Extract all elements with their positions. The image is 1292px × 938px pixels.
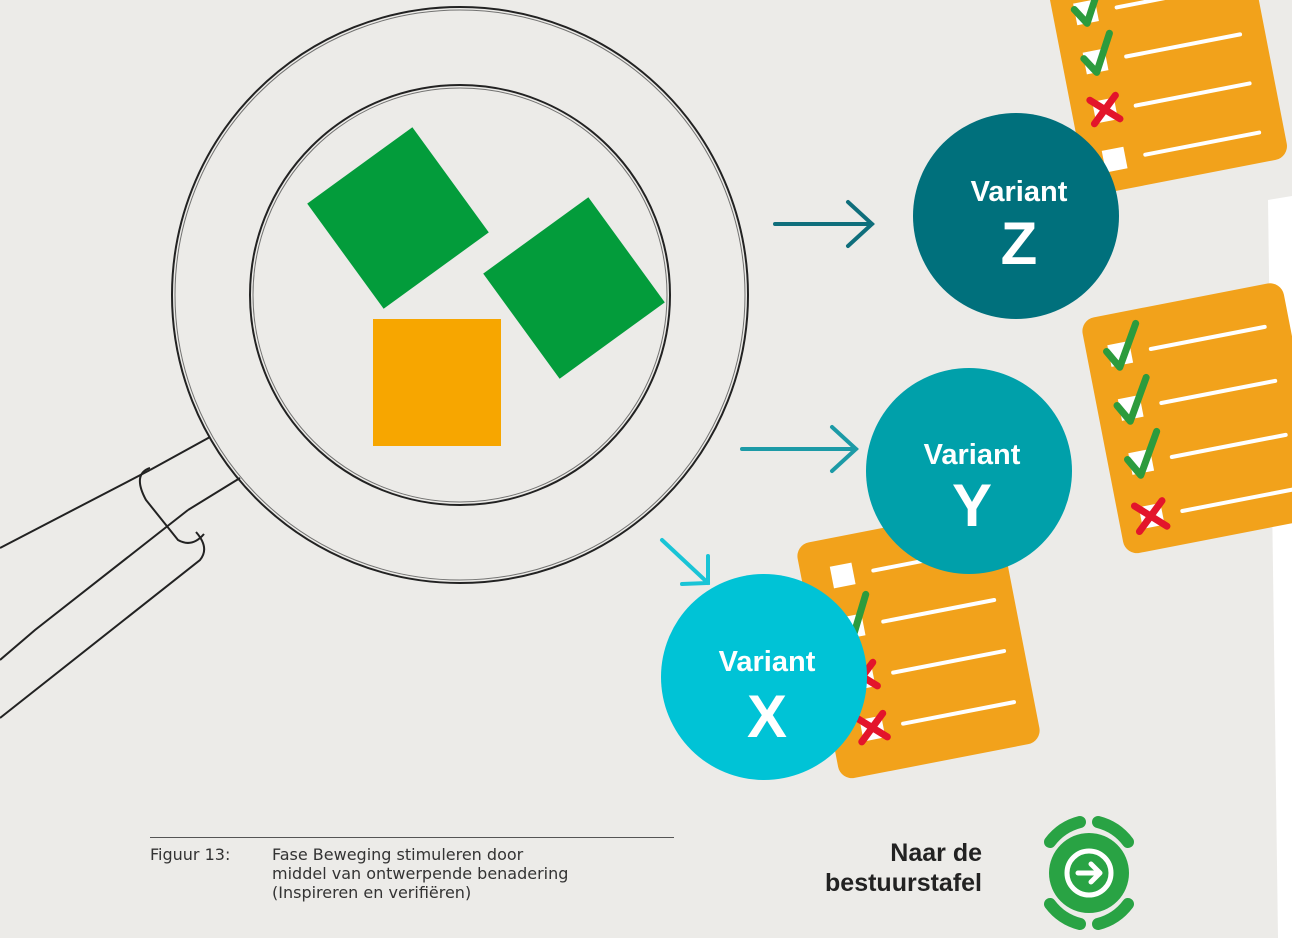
caption-line-2: middel van ontwerpende benadering — [272, 864, 569, 883]
variant-y-label: Variant — [924, 439, 1021, 471]
arrow-to-y — [740, 425, 859, 473]
arrow-to-z — [773, 200, 875, 248]
content-squares — [307, 127, 665, 446]
variant-x-label: Variant — [719, 646, 816, 678]
caption-line-3: (Inspireren en verifiëren) — [272, 883, 472, 902]
caption-line-1: Fase Beweging stimuleren door — [272, 845, 524, 864]
check-icon — [1113, 373, 1150, 425]
variant-z-label: Variant — [971, 176, 1068, 208]
check-icon — [1103, 319, 1140, 371]
variant-y-letter: Y — [952, 472, 992, 539]
nav-label-line-1: Naar de — [890, 839, 982, 867]
magnifier-icon — [0, 6, 749, 719]
figure-number: Figuur 13: — [150, 845, 231, 864]
checklist-y — [1082, 283, 1292, 554]
check-icon — [1080, 29, 1113, 76]
caption-divider — [150, 837, 674, 838]
variant-x-letter: X — [747, 683, 787, 750]
variant-x: Variant X — [661, 574, 867, 780]
variant-y: Variant Y — [866, 368, 1072, 574]
orange-square — [373, 319, 501, 446]
next-button[interactable] — [1018, 812, 1154, 934]
check-icon — [1070, 0, 1104, 27]
arrow-to-x — [660, 538, 710, 586]
arrow-right-icon — [1044, 816, 1134, 930]
green-square-1 — [307, 127, 489, 309]
variant-z: Variant Z — [913, 113, 1119, 319]
nav-label-line-2: bestuurstafel — [825, 869, 982, 897]
cross-icon — [1130, 497, 1171, 536]
cross-icon — [853, 709, 891, 746]
variant-z-letter: Z — [1001, 210, 1038, 277]
check-icon — [1123, 427, 1161, 479]
figure-caption: Figuur 13:Fase Beweging stimuleren door … — [150, 845, 710, 902]
green-square-2 — [483, 197, 665, 379]
cross-icon — [1086, 91, 1124, 128]
nav-label[interactable]: Naar de bestuurstafel — [730, 838, 982, 898]
checklist-z — [1044, 0, 1287, 194]
